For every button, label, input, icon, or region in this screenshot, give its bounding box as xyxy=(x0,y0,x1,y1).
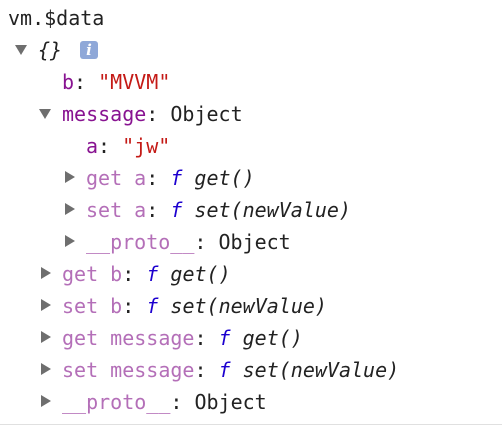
function-keyword: f xyxy=(146,294,159,318)
property-key: a xyxy=(86,134,99,158)
property-key: __proto__ xyxy=(86,230,195,254)
caret-collapsed-icon[interactable] xyxy=(41,299,51,311)
property-separator: : xyxy=(194,326,219,350)
property-key: get a xyxy=(86,166,147,190)
caret-expanded-icon[interactable] xyxy=(15,45,27,55)
property-separator: : xyxy=(194,358,219,382)
function-keyword: f xyxy=(218,358,231,382)
function-signature: get() xyxy=(194,166,255,190)
property-separator: : xyxy=(122,262,147,286)
caret-collapsed-icon[interactable] xyxy=(41,267,51,279)
property-key: set a xyxy=(86,198,147,222)
property-separator: : xyxy=(146,166,171,190)
function-keyword: f xyxy=(218,326,231,350)
property-key: get b xyxy=(62,262,123,286)
property-value: Object xyxy=(218,230,291,254)
caret-collapsed-icon[interactable] xyxy=(65,235,75,247)
function-keyword: f xyxy=(170,198,183,222)
property-separator: : xyxy=(98,134,123,158)
expression-text: vm.$data xyxy=(8,6,105,30)
property-key: __proto__ xyxy=(62,390,171,414)
property-value: Object xyxy=(170,102,243,126)
property-separator: : xyxy=(122,294,147,318)
root-label: {} xyxy=(38,38,63,62)
caret-expanded-icon[interactable] xyxy=(39,109,51,119)
function-signature: set(newValue) xyxy=(242,358,400,382)
caret-collapsed-icon[interactable] xyxy=(41,331,51,343)
console-expression: vm.$data xyxy=(8,2,104,34)
caret-collapsed-icon[interactable] xyxy=(65,203,75,215)
property-separator: : xyxy=(194,230,219,254)
property-value: Object xyxy=(194,390,267,414)
property-separator: : xyxy=(74,70,99,94)
property-key: set b xyxy=(62,294,123,318)
property-separator: : xyxy=(146,198,171,222)
property-separator: : xyxy=(146,102,171,126)
property-separator: : xyxy=(170,390,195,414)
function-signature: get() xyxy=(170,262,231,286)
function-signature: set(newValue) xyxy=(194,198,351,222)
property-key: get message xyxy=(62,326,195,350)
property-value: "MVVM" xyxy=(98,70,171,94)
function-keyword: f xyxy=(146,262,159,286)
property-key: message xyxy=(62,102,147,126)
function-signature: get() xyxy=(242,326,303,350)
divider xyxy=(0,424,502,425)
function-signature: set(newValue) xyxy=(170,294,327,318)
property-key: set message xyxy=(62,358,195,382)
function-keyword: f xyxy=(170,166,183,190)
property-key: b xyxy=(62,70,75,94)
info-icon[interactable]: i xyxy=(70,34,98,66)
caret-collapsed-icon[interactable] xyxy=(41,395,51,407)
property-value: "jw" xyxy=(122,134,171,158)
caret-collapsed-icon[interactable] xyxy=(65,171,75,183)
caret-collapsed-icon[interactable] xyxy=(41,363,51,375)
